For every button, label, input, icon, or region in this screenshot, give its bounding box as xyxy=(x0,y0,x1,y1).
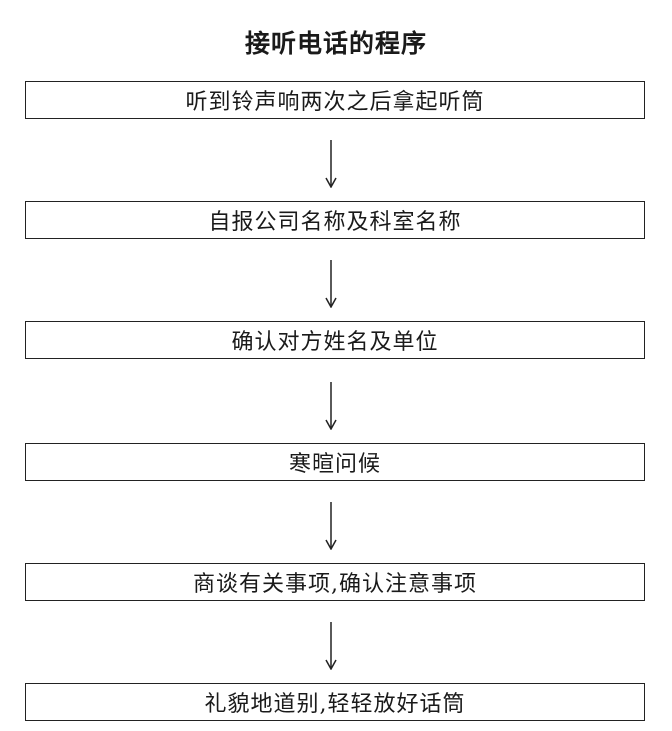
step-1-label: 听到铃声响两次之后拿起听筒 xyxy=(185,90,485,115)
step-1-box: 听到铃声响两次之后拿起听筒 xyxy=(25,81,645,119)
step-3-label: 确认对方姓名及单位 xyxy=(231,330,439,355)
arrow-down-icon xyxy=(325,502,337,550)
step-3-box: 确认对方姓名及单位 xyxy=(25,321,645,359)
step-2-box: 自报公司名称及科室名称 xyxy=(25,201,645,239)
step-4-box: 寒暄问候 xyxy=(25,443,645,481)
arrow-down-icon xyxy=(325,382,337,430)
diagram-title: 接听电话的程序 xyxy=(244,29,427,58)
step-5-label: 商谈有关事项,确认注意事项 xyxy=(193,572,477,597)
arrow-down-icon xyxy=(325,622,337,670)
step-6-box: 礼貌地道别,轻轻放好话筒 xyxy=(25,683,645,721)
arrow-down-icon xyxy=(325,260,337,308)
step-2-label: 自报公司名称及科室名称 xyxy=(208,210,462,235)
step-4-label: 寒暄问候 xyxy=(288,452,381,477)
step-6-label: 礼貌地道别,轻轻放好话筒 xyxy=(204,692,466,717)
step-5-box: 商谈有关事项,确认注意事项 xyxy=(25,563,645,601)
arrow-down-icon xyxy=(325,140,337,188)
